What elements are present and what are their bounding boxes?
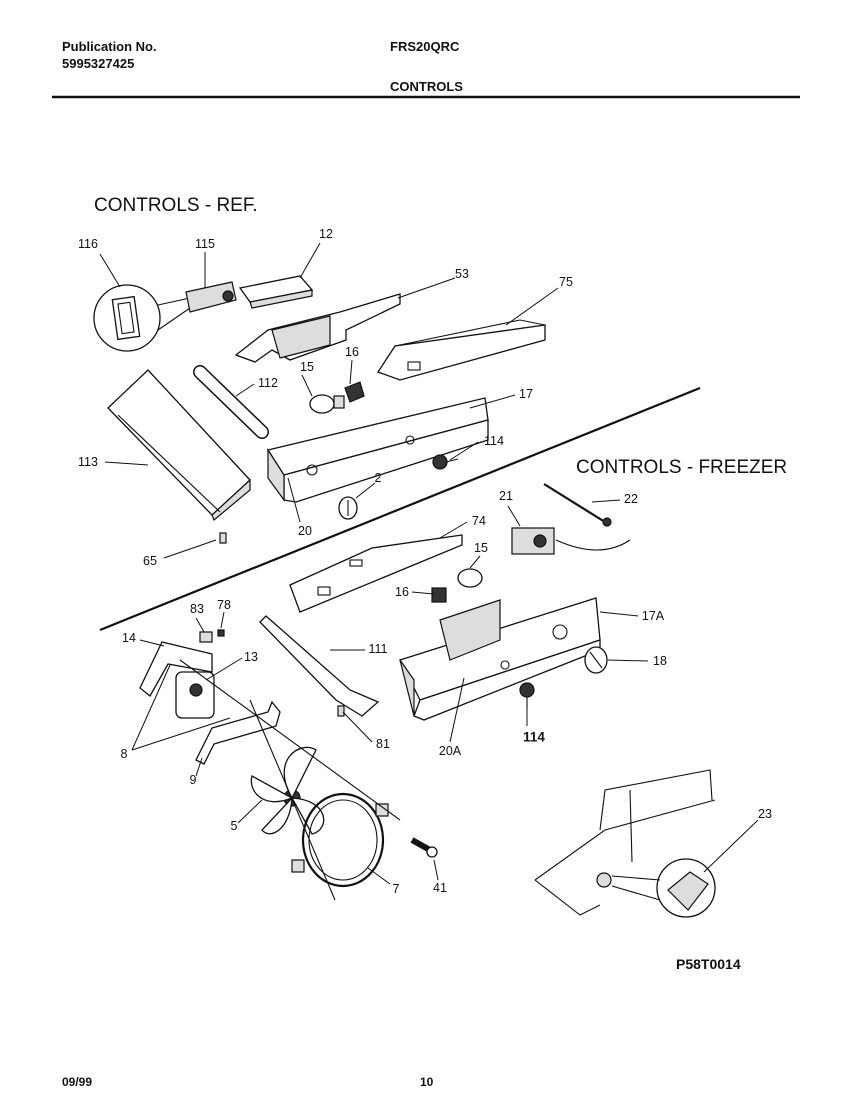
part-15-bulb-ref — [309, 394, 345, 414]
callout-114-freezer: 114 — [523, 729, 545, 745]
callout-22: 22 — [624, 491, 638, 506]
part-81-screw — [337, 705, 345, 717]
callout-12: 12 — [319, 226, 333, 241]
part-17a-housing — [399, 597, 601, 721]
callout-8: 8 — [120, 746, 128, 761]
part-13-motor — [175, 671, 215, 719]
ref-section-title: CONTROLS - REF. — [94, 195, 258, 216]
part-75-bracket — [377, 319, 546, 381]
leader-lines — [99, 242, 759, 885]
part-41-screw — [410, 837, 438, 858]
model-number: FRS20QRC — [390, 39, 460, 54]
callout-74: 74 — [472, 513, 486, 528]
part-116-inset — [93, 284, 191, 352]
part-115-socket — [185, 281, 237, 313]
callout-83: 83 — [190, 601, 204, 616]
fan-shroud-axis — [249, 699, 336, 901]
part-5-fan-blade — [250, 746, 325, 835]
part-16-socket-ref — [344, 381, 365, 403]
fan-assembly-axis — [179, 659, 401, 821]
callout-112: 112 — [258, 375, 278, 390]
callout-17a: 17A — [641, 608, 665, 623]
part-113-diffuser — [107, 369, 251, 521]
callout-20: 20 — [298, 523, 312, 538]
part-15-bulb-freezer — [457, 568, 483, 588]
callout-111: 111 — [368, 641, 388, 656]
part-17-housing — [266, 397, 489, 503]
callout-14: 14 — [122, 630, 136, 645]
callout-9: 9 — [189, 772, 197, 787]
callout-16-freezer: 16 — [395, 584, 409, 599]
part-114-knob-ref — [432, 454, 459, 470]
callout-41: 41 — [433, 880, 447, 895]
callout-15-ref: 15 — [300, 359, 314, 374]
part-53-housing — [234, 293, 401, 363]
callout-2: 2 — [374, 470, 382, 485]
callout-75: 75 — [559, 274, 573, 289]
part-16-socket-freezer — [431, 587, 447, 603]
callout-115: 115 — [195, 236, 215, 251]
part-74-bracket — [289, 534, 463, 613]
section-title: CONTROLS — [390, 79, 463, 94]
diagram-code: P58T0014 — [676, 956, 741, 972]
callout-17: 17 — [519, 386, 533, 401]
part-114-knob-freezer — [519, 682, 535, 708]
part-14-bracket — [139, 641, 213, 697]
part-12-cover — [238, 275, 314, 309]
part-112-tube — [193, 365, 269, 439]
callout-78: 78 — [217, 597, 231, 612]
publication-label: Publication No. — [62, 39, 157, 54]
part-21-thermostat — [511, 527, 631, 555]
publication-number: 5995327425 — [62, 56, 135, 71]
callout-53: 53 — [455, 266, 469, 281]
part-65-screw — [219, 532, 227, 544]
callout-18: 18 — [653, 653, 667, 668]
page-number: 10 — [420, 1075, 434, 1089]
callout-116: 116 — [78, 236, 98, 251]
freezer-section-title: CONTROLS - FREEZER — [576, 457, 788, 478]
section-divider-line — [99, 386, 701, 632]
callout-15-freezer: 15 — [474, 540, 488, 555]
part-23-cabinet-detail — [534, 769, 716, 918]
callout-65: 65 — [143, 553, 157, 568]
callout-81: 81 — [376, 736, 390, 751]
callout-5: 5 — [230, 818, 238, 833]
callout-114-ref: 114 — [484, 433, 504, 448]
part-2-knob — [338, 496, 358, 520]
callout-23: 23 — [758, 806, 772, 821]
callout-21: 21 — [499, 488, 513, 503]
part-22-capillary — [543, 483, 612, 527]
part-18-knob — [584, 646, 608, 674]
callout-113: 113 — [78, 454, 98, 469]
part-83-78-clip — [199, 629, 225, 643]
footer-date: 09/99 — [62, 1075, 93, 1089]
callout-13: 13 — [244, 649, 258, 664]
callout-20a: 20A — [438, 743, 462, 758]
callout-16-ref: 16 — [345, 344, 359, 359]
callout-7: 7 — [392, 881, 400, 896]
part-7-shroud — [291, 792, 389, 888]
part-111-duct — [259, 615, 380, 717]
